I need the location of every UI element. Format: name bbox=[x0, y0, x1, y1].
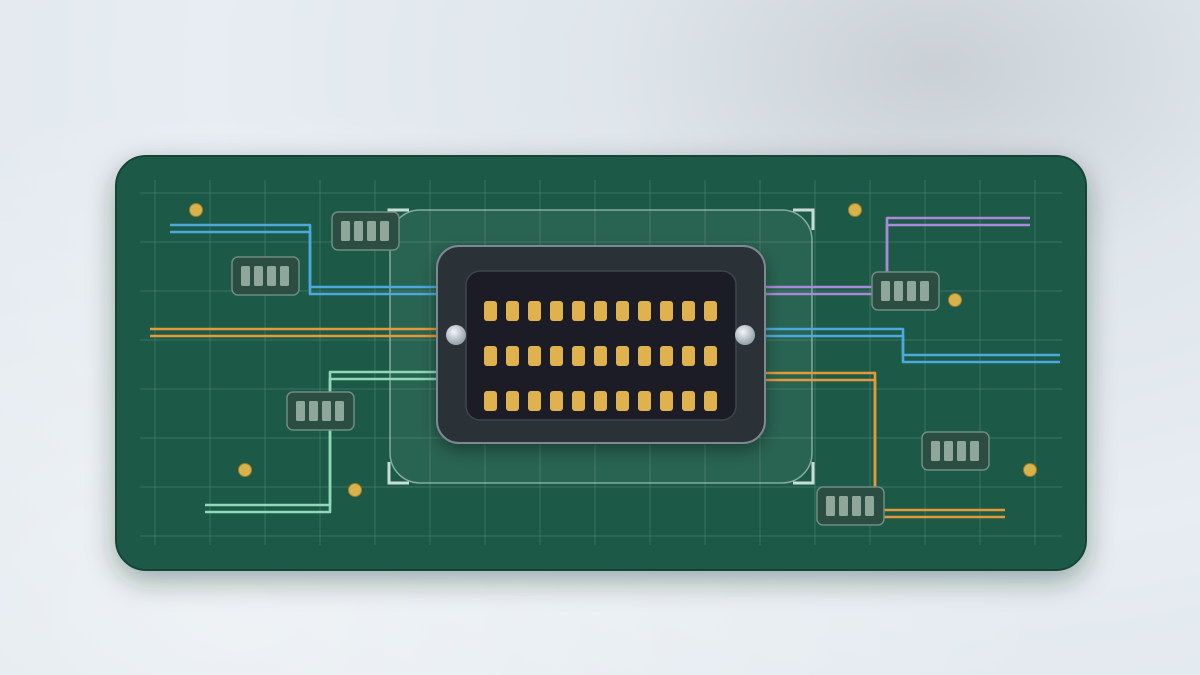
connector-pin bbox=[550, 301, 563, 321]
via-dot bbox=[848, 203, 862, 217]
connector-pin bbox=[594, 346, 607, 366]
chip-bar bbox=[944, 441, 953, 461]
connector-pin bbox=[506, 346, 519, 366]
connector-pin bbox=[682, 346, 695, 366]
trace-left-blue-line-b bbox=[170, 230, 455, 296]
chip-bar bbox=[367, 221, 376, 241]
via-dot bbox=[189, 203, 203, 217]
connector-pins bbox=[484, 301, 717, 411]
via-dot bbox=[1023, 463, 1037, 477]
connector-pin bbox=[528, 346, 541, 366]
via-dot bbox=[238, 463, 252, 477]
trace-right-orange-line-b bbox=[747, 378, 1005, 519]
trace-left-orange bbox=[150, 327, 455, 338]
solder-vias bbox=[189, 203, 1037, 497]
smd-chip bbox=[286, 391, 355, 431]
chip-bar bbox=[335, 401, 344, 421]
connector-pin bbox=[660, 301, 673, 321]
chip-bar bbox=[322, 401, 331, 421]
connector-left-node bbox=[446, 325, 466, 345]
chip-bar bbox=[852, 496, 861, 516]
trace-left-mint-line-b bbox=[205, 377, 455, 514]
connector-right-node bbox=[735, 325, 755, 345]
circuit-traces bbox=[150, 216, 1060, 519]
chip-bar bbox=[970, 441, 979, 461]
connector-pin bbox=[704, 391, 717, 411]
connector-pin bbox=[484, 391, 497, 411]
chip-bar bbox=[354, 221, 363, 241]
connector-pin bbox=[682, 301, 695, 321]
smd-chip bbox=[331, 211, 400, 251]
connector-pin bbox=[572, 391, 585, 411]
chip-bar bbox=[341, 221, 350, 241]
smd-chip bbox=[921, 431, 990, 471]
trace-right-blue-line-b bbox=[747, 334, 1060, 364]
trace-right-purple bbox=[747, 216, 1030, 296]
chip-bar bbox=[267, 266, 276, 286]
connector-pin bbox=[572, 346, 585, 366]
trace-right-blue bbox=[747, 327, 1060, 364]
connector-pin bbox=[638, 346, 651, 366]
connector-pin bbox=[550, 346, 563, 366]
connector-pin bbox=[528, 301, 541, 321]
connector-pin bbox=[484, 346, 497, 366]
via-dot bbox=[348, 483, 362, 497]
connector-pin bbox=[528, 391, 541, 411]
smd-chip bbox=[231, 256, 300, 296]
chip-bar bbox=[894, 281, 903, 301]
smd-components bbox=[231, 211, 990, 526]
connector-pin bbox=[616, 301, 629, 321]
via-dot bbox=[948, 293, 962, 307]
connector bbox=[436, 245, 766, 444]
chip-bar bbox=[957, 441, 966, 461]
connector-pin bbox=[550, 391, 563, 411]
chip-bar bbox=[881, 281, 890, 301]
trace-right-orange bbox=[747, 371, 1005, 519]
trace-left-mint bbox=[205, 370, 455, 514]
trace-left-blue bbox=[170, 223, 455, 296]
connector-pin bbox=[704, 301, 717, 321]
connector-pin bbox=[506, 301, 519, 321]
chip-bar bbox=[309, 401, 318, 421]
connector-pin bbox=[638, 391, 651, 411]
chip-bar bbox=[296, 401, 305, 421]
connector-pin bbox=[484, 301, 497, 321]
chip-bar bbox=[920, 281, 929, 301]
connector-pin bbox=[594, 301, 607, 321]
connector-pin bbox=[572, 301, 585, 321]
chip-bar bbox=[907, 281, 916, 301]
trace-right-purple-line-b bbox=[747, 223, 1030, 296]
chip-bar bbox=[380, 221, 389, 241]
chip-bar bbox=[280, 266, 289, 286]
connector-pin bbox=[616, 346, 629, 366]
chip-bar bbox=[826, 496, 835, 516]
frame-corner-brackets bbox=[387, 208, 815, 485]
connector-pin bbox=[616, 391, 629, 411]
connector-pin bbox=[660, 346, 673, 366]
chip-bar bbox=[839, 496, 848, 516]
smd-chip bbox=[871, 271, 940, 311]
smd-chip bbox=[816, 486, 885, 526]
chip-bar bbox=[865, 496, 874, 516]
chip-bar bbox=[254, 266, 263, 286]
connector-pin bbox=[682, 391, 695, 411]
connector-pin bbox=[594, 391, 607, 411]
connector-pin bbox=[660, 391, 673, 411]
chip-bar bbox=[241, 266, 250, 286]
connector-pin bbox=[506, 391, 519, 411]
connector-pin bbox=[704, 346, 717, 366]
chip-bar bbox=[931, 441, 940, 461]
connector-pin bbox=[638, 301, 651, 321]
